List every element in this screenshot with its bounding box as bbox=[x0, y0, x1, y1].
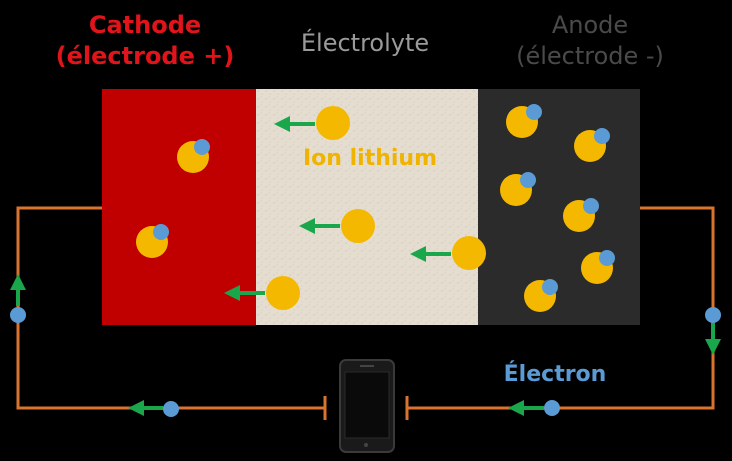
lithium-ion-icon bbox=[524, 279, 558, 312]
electron-icon bbox=[10, 307, 26, 323]
anode-label: Anode (électrode -) bbox=[495, 10, 685, 72]
lithium-ion-icon bbox=[266, 276, 300, 310]
lithium-ion-icon bbox=[136, 224, 169, 258]
lithium-ion-icon bbox=[452, 236, 486, 270]
cathode-label-line1: Cathode bbox=[88, 11, 202, 39]
anode-region bbox=[478, 89, 640, 325]
lithium-ion-icon bbox=[563, 198, 599, 232]
lithium-ion-icon bbox=[506, 104, 542, 138]
cathode-label: Cathode (électrode +) bbox=[40, 10, 250, 72]
smartphone-icon bbox=[339, 359, 395, 453]
lithium-ion-icon bbox=[500, 172, 536, 206]
anode-label-line1: Anode bbox=[551, 11, 629, 39]
anode-label-line2: (électrode -) bbox=[516, 42, 664, 70]
lithium-ion-icon bbox=[341, 209, 375, 243]
electrolyte-label: Électrolyte bbox=[300, 29, 430, 57]
lithium-ion-icon bbox=[574, 128, 610, 162]
lithium-ion-icon bbox=[316, 106, 350, 140]
ion-label: Ion lithium bbox=[302, 146, 437, 171]
electron-label: Électron bbox=[503, 362, 607, 387]
electron-icon bbox=[163, 401, 179, 417]
cathode-label-line2: (électrode +) bbox=[55, 42, 235, 70]
electron-icon bbox=[544, 400, 560, 416]
cathode-region bbox=[102, 89, 256, 325]
lithium-ion-icon bbox=[581, 250, 615, 284]
lithium-ion-icon bbox=[177, 139, 210, 173]
electron-icon bbox=[705, 307, 721, 323]
